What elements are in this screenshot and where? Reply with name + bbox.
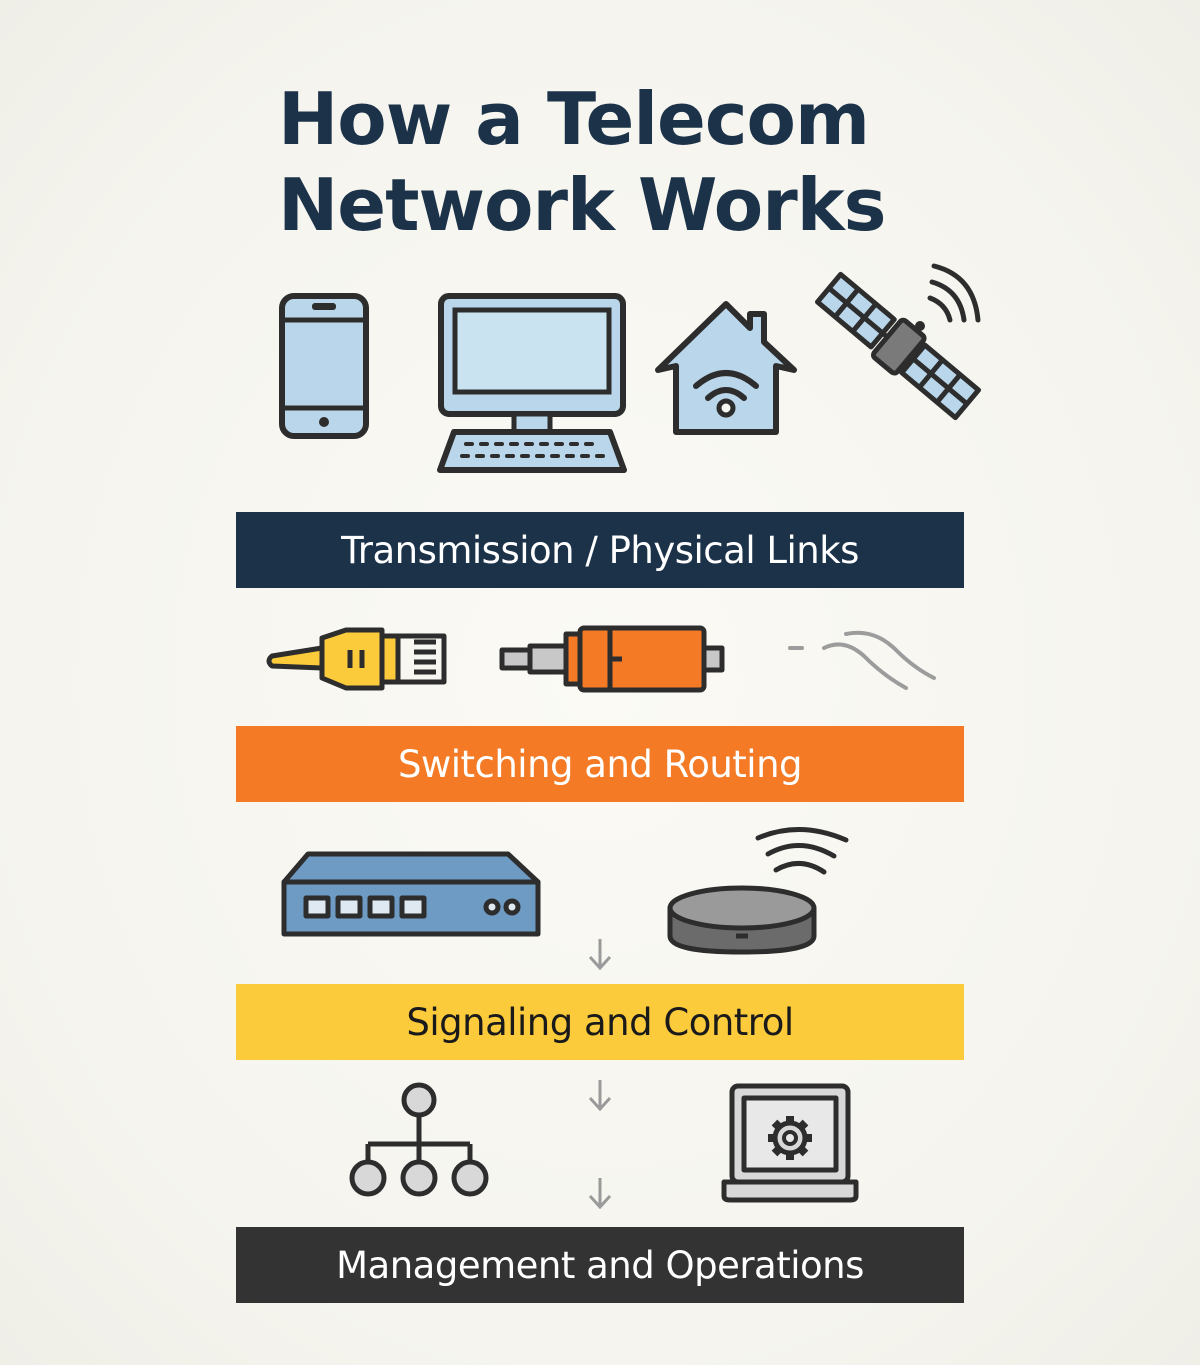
coaxial-cable-icon [499,625,725,693]
down-arrow-icon [588,1178,612,1210]
layer-label-management: Management and Operations [336,1243,864,1287]
wifi-home-icon [655,301,797,435]
wireless-router-icon [667,827,849,955]
layer-label-signaling: Signaling and Control [406,1000,794,1044]
wireless-wave-icon [788,630,936,690]
satellite-icon [814,263,982,421]
down-arrow-icon [588,939,612,971]
smartphone-icon [279,293,369,439]
hierarchy-tree-icon [349,1082,489,1197]
layer-band-management: Management and Operations [236,1227,964,1303]
desktop-computer-icon [437,293,627,473]
title-line-1: How a Telecom [278,77,870,161]
layer-label-transmission: Transmission / Physical Links [341,528,859,572]
network-switch-icon [281,851,541,937]
layer-band-signaling: Signaling and Control [236,984,964,1060]
layer-label-switching: Switching and Routing [397,742,803,786]
down-arrow-icon [588,1080,612,1112]
laptop-settings-icon [721,1083,859,1203]
layer-band-transmission: Transmission / Physical Links [236,512,964,588]
title-line-2: Network Works [278,163,887,247]
ethernet-cable-icon [266,627,447,691]
layer-band-switching: Switching and Routing [236,726,964,802]
page-title: How a Telecom Network Works [278,76,1078,248]
